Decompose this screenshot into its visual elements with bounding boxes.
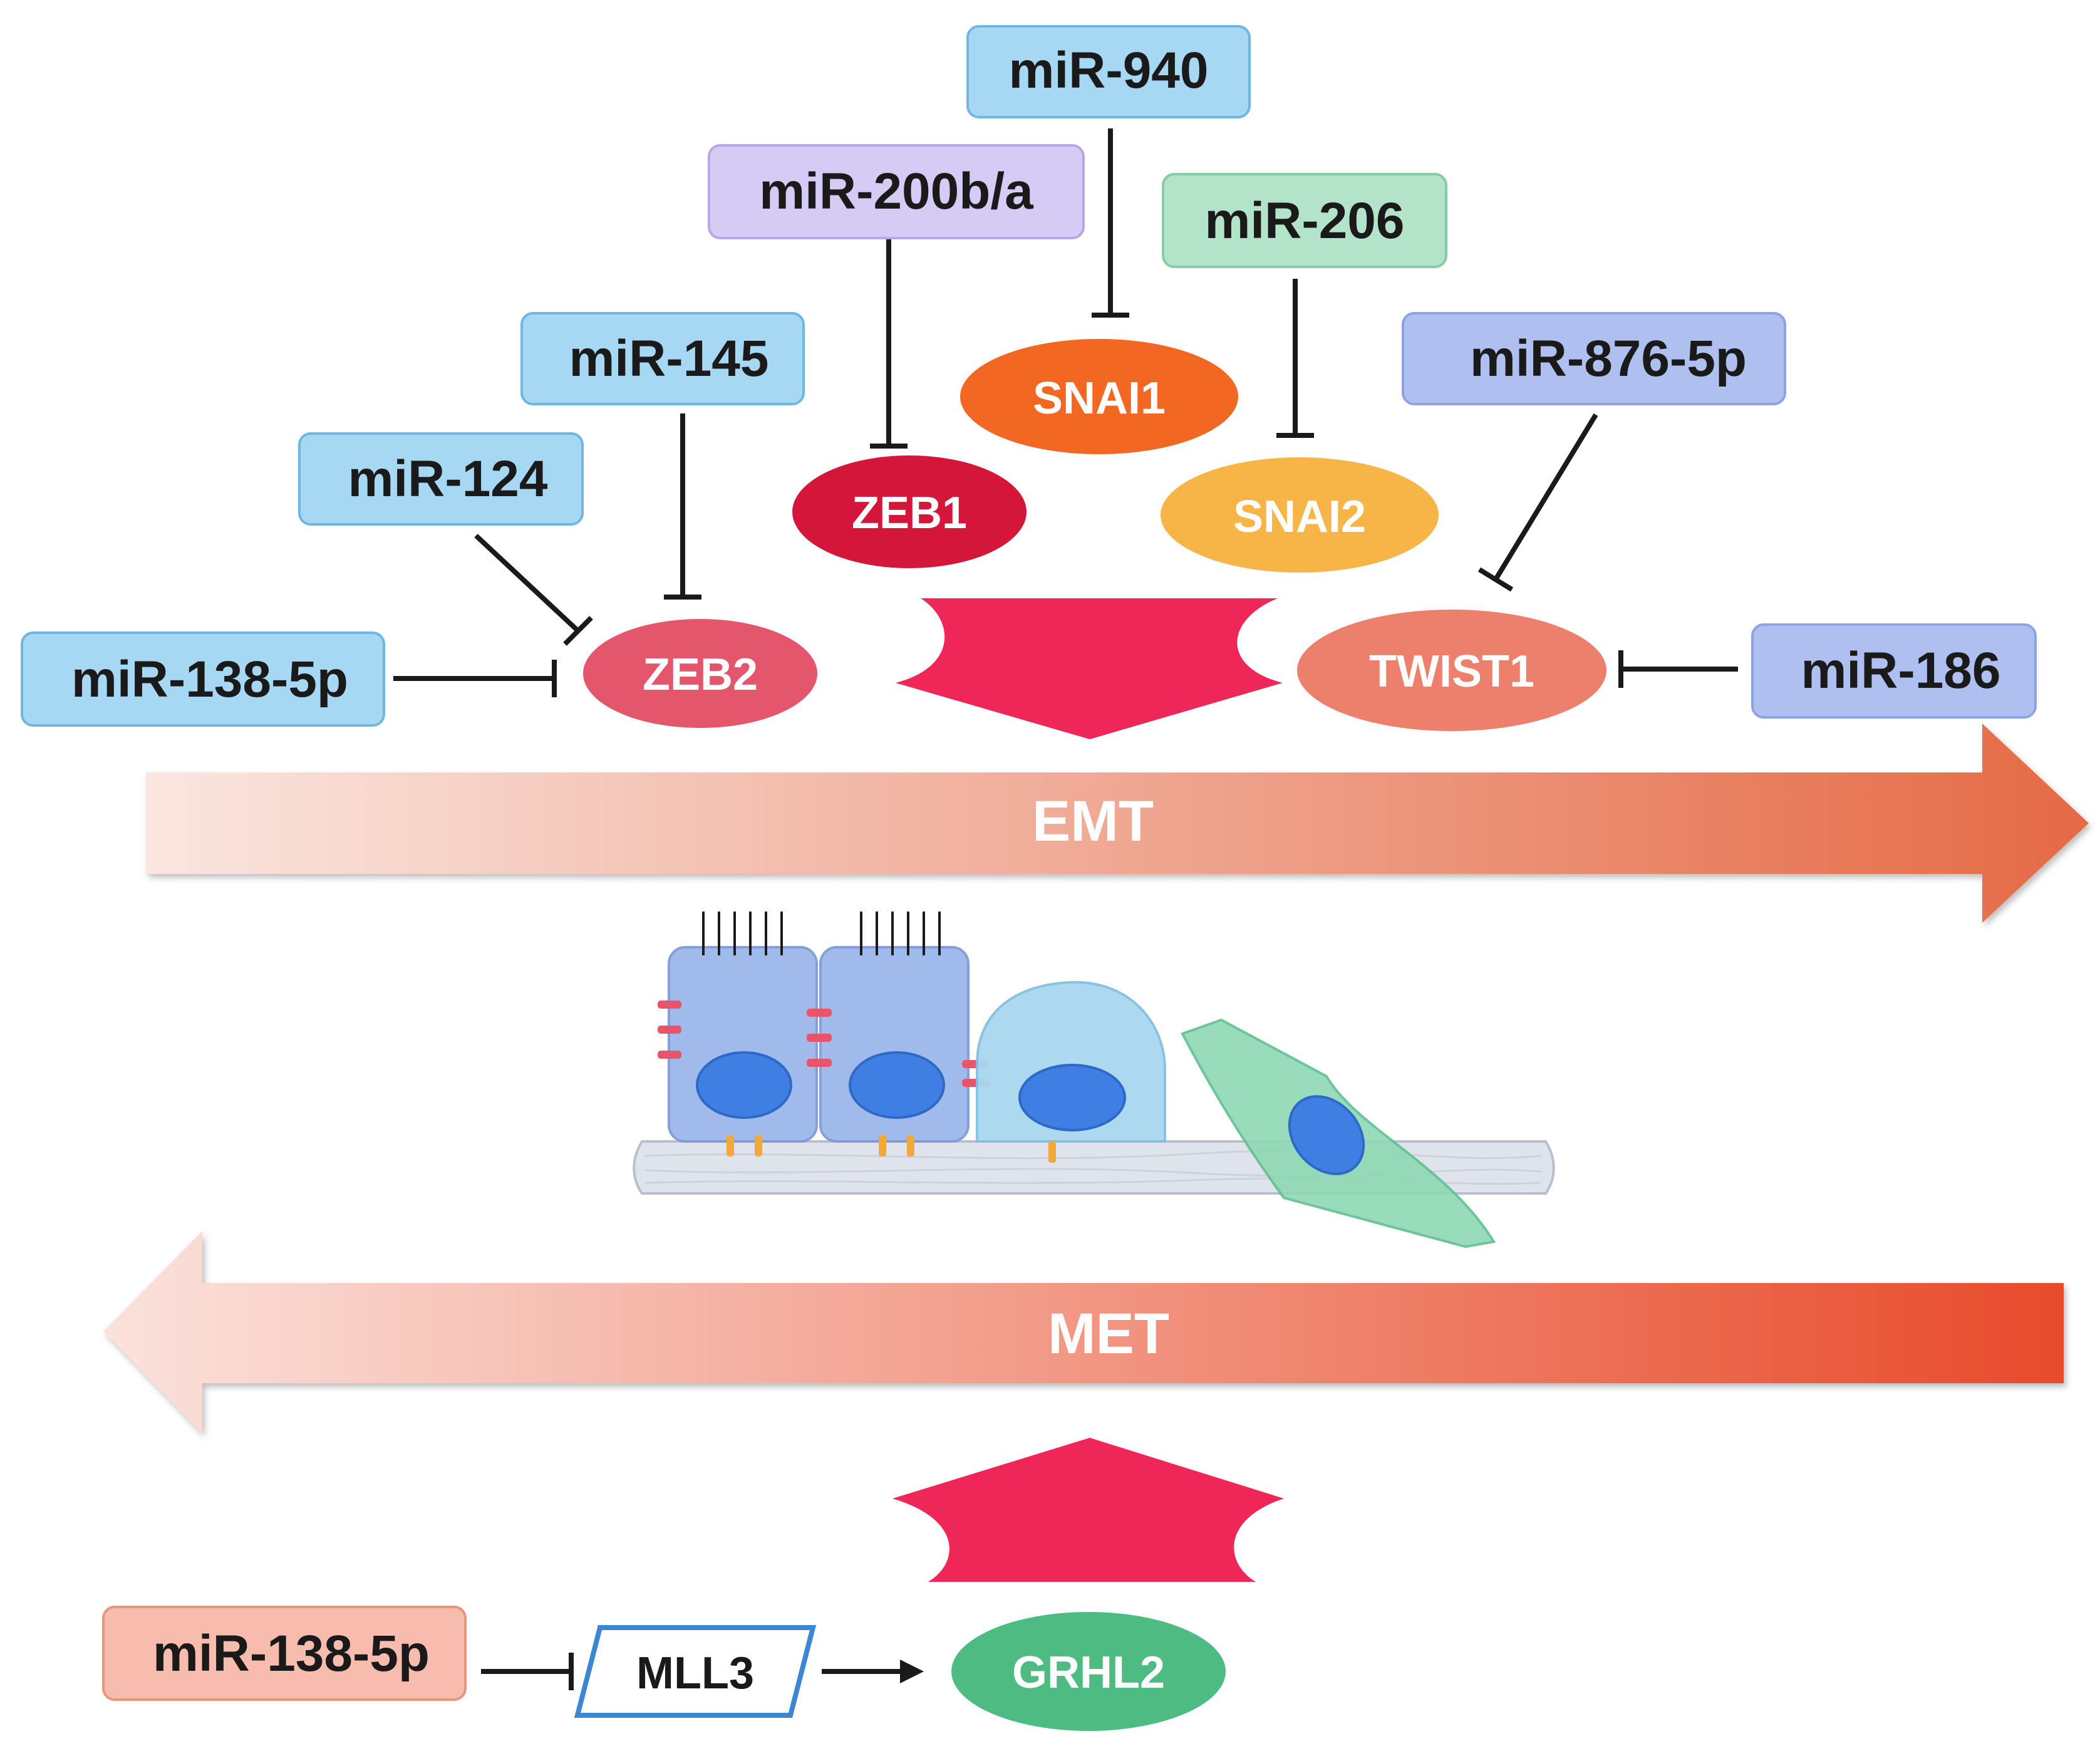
edge-mir138-mll3	[481, 1653, 574, 1690]
zeb1-label: ZEB1	[852, 488, 967, 538]
gene-mll3: MLL3	[574, 1625, 817, 1718]
interaction-edges	[393, 128, 1738, 1690]
edge-mir145-zeb2	[664, 413, 701, 600]
mir940-label: miR-940	[1008, 42, 1208, 99]
edge-mir200-zeb1	[870, 239, 908, 449]
mir124-label: miR-124	[348, 450, 547, 507]
mir186-label: miR-186	[1801, 642, 2000, 699]
edge-mir940-snai1	[1092, 128, 1129, 318]
mirna-box-mir124: miR-124	[298, 432, 584, 526]
mirna-box-mir940: miR-940	[966, 25, 1251, 118]
mirna-box-mir200: miR-200b/a	[708, 144, 1085, 239]
mir206-label: miR-206	[1204, 192, 1404, 249]
edge-mir206-snai2	[1276, 279, 1314, 438]
mir200-label: miR-200b/a	[759, 163, 1034, 220]
edge-mir186-twist1	[1618, 650, 1738, 688]
snai1-label: SNAI1	[1033, 373, 1166, 424]
mirna-box-mir138-bottom: miR-138-5p	[102, 1606, 467, 1701]
twist1-label: TWIST1	[1369, 647, 1534, 697]
tf-zeb2: ZEB2	[579, 615, 821, 732]
edge-mir124-zeb2	[474, 534, 593, 646]
mir138-bottom-label: miR-138-5p	[153, 1625, 430, 1682]
mirna-box-mir138-top: miR-138-5p	[21, 631, 385, 727]
snai2-label: SNAI2	[1233, 492, 1366, 542]
grhl2-label: GRHL2	[1012, 1648, 1165, 1698]
tf-snai1: SNAI1	[956, 335, 1242, 458]
mirna-box-mir206: miR-206	[1162, 173, 1447, 268]
tf-twist1: TWIST1	[1293, 606, 1610, 735]
mir145-label: miR-145	[569, 330, 768, 387]
tf-grhl2: GRHL2	[948, 1608, 1229, 1735]
tf-zeb1: ZEB1	[789, 452, 1030, 572]
mirna-box-mir186: miR-186	[1751, 623, 2037, 719]
emt-arrow: EMT	[146, 724, 2089, 923]
tf-snai2: SNAI2	[1157, 454, 1442, 576]
zeb2-label: ZEB2	[643, 650, 758, 700]
met-arrow: MET	[103, 1231, 2064, 1433]
mir138-top-label: miR-138-5p	[71, 651, 348, 708]
edge-mll3-grhl2	[822, 1660, 924, 1683]
mirna-box-mir145: miR-145	[520, 312, 805, 405]
converge-up-arrow	[892, 1438, 1284, 1582]
edge-mir138-zeb2	[393, 660, 557, 697]
converge-down-arrow	[896, 598, 1283, 739]
emt-label: EMT	[1032, 789, 1154, 853]
edge-mir876-twist1	[1477, 413, 1598, 592]
met-label: MET	[1048, 1302, 1169, 1366]
epithelial-to-mesenchymal-cells-icon	[633, 912, 1555, 1249]
mll3-label: MLL3	[636, 1648, 754, 1698]
mir876-label: miR-876-5p	[1470, 330, 1747, 387]
mirna-box-mir876: miR-876-5p	[1402, 312, 1786, 405]
